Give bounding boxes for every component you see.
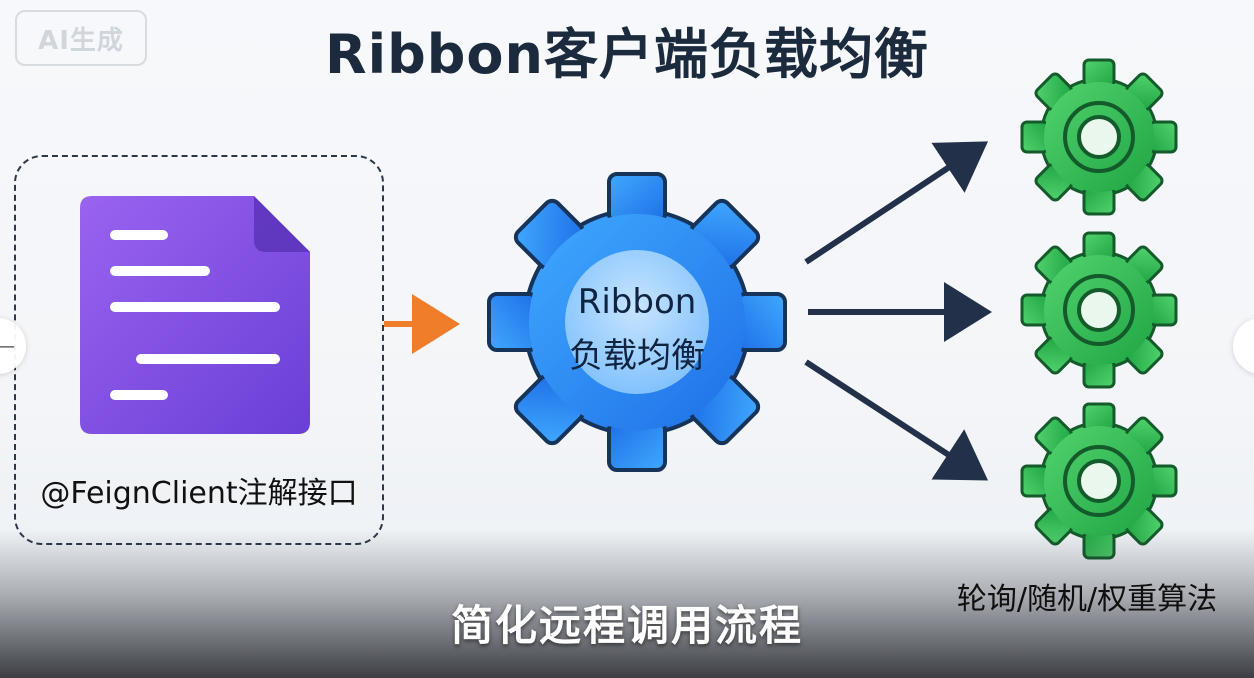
balancer-label-line1: Ribbon [577, 282, 697, 322]
next-slide-button[interactable] [1233, 318, 1254, 374]
service-instance-gear-icon [1020, 58, 1178, 216]
ai-generated-badge: AI生成 [15, 10, 147, 66]
flow-arrow-top [804, 141, 989, 265]
feign-client-caption: @FeignClient注解接口 [40, 476, 358, 511]
chevron-left-icon: — [0, 336, 15, 357]
balancer-label-line2: 负载均衡 [569, 336, 705, 376]
ribbon-gear-icon [487, 172, 787, 472]
document-icon [80, 196, 310, 434]
algorithm-caption: 轮询/随机/权重算法 [956, 582, 1218, 617]
video-subtitle: 简化远程调用流程 [450, 601, 803, 650]
service-instance-gear-icon [1020, 231, 1178, 389]
service-instance-gear-icon [1020, 402, 1178, 560]
flow-arrow-bottom [804, 359, 989, 481]
page-title: Ribbon客户端负载均衡 [325, 23, 929, 86]
